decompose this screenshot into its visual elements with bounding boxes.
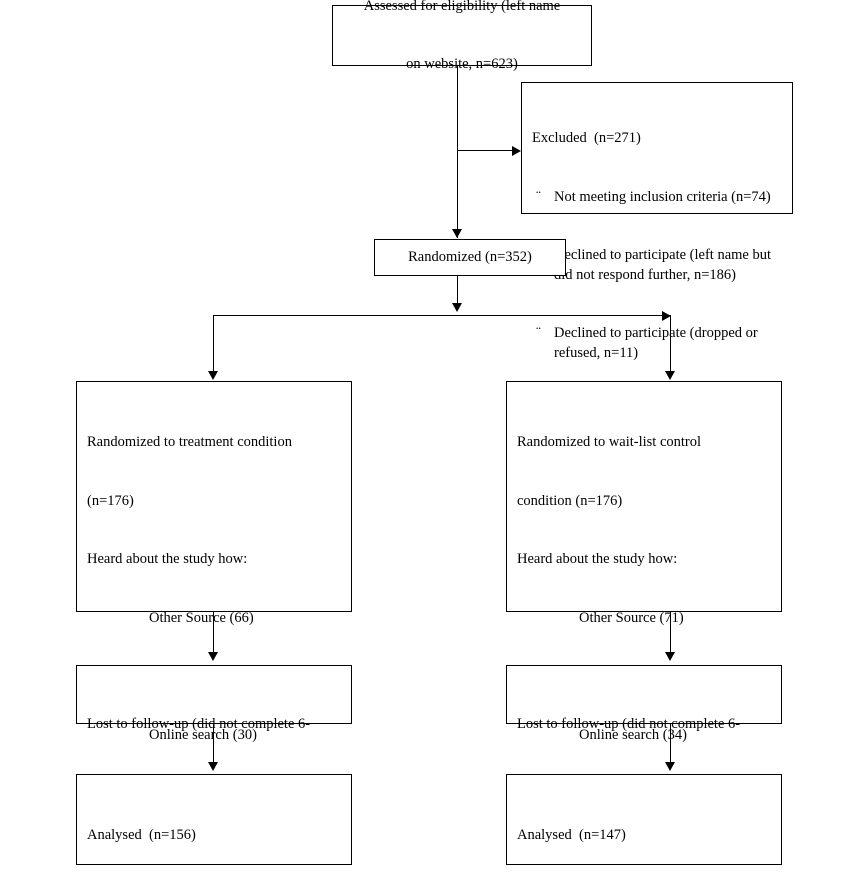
excluded-item-3: ¨ Declined to participate (dropped or ref… [532,324,782,363]
analysed-left-line-1: Analysed (n=156) [87,827,196,843]
treatment-line-3: Heard about the study how: [87,551,248,567]
control-line-2: condition (n=176) [517,492,623,509]
connector-randomized-stem-arrowhead [452,303,462,312]
control-line-1: Randomized to wait-list control [517,434,702,450]
connector-split-bar-arrowhead [662,311,671,321]
connector-randomized-arrowhead [452,229,462,238]
lost-right-line-1: Lost to follow-up (did not complete 6- [517,716,741,732]
connector-split-right-arrowhead [665,371,675,380]
excluded-item-3-text: Declined to participate (dropped or refu… [554,325,758,361]
connector-to-excluded-arrowhead [512,146,521,156]
connector-lost-to-analysed-left-arrowhead [208,762,218,771]
connector-treatment-to-lost-arrowhead [208,652,218,661]
box-analysed-treatment: Analysed (n=156) ¨Excluded from analysis… [76,774,352,865]
treatment-line-1: Randomized to treatment condition [87,434,292,450]
connector-control-to-lost-arrowhead [665,652,675,661]
connector-treatment-to-lost [213,612,214,654]
treatment-source-online-search: Online search (30) [149,726,257,743]
analysed-right-line-1: Analysed (n=147) [517,827,626,843]
box-lost-to-followup-treatment: Lost to follow-up (did not complete 6- m… [76,665,352,791]
connector-lost-to-analysed-left [213,724,214,764]
assessed-line-2: on website, n=623) [406,56,518,72]
treatment-source-other-source: Other Source (66) [149,609,254,626]
connector-randomized-stem [457,276,458,306]
box-control-condition: Randomized to wait-list control conditio… [506,381,782,860]
connector-assessed-to-randomized [457,66,458,238]
box-lost-to-followup-control: Lost to follow-up (did not complete 6- m… [506,665,782,791]
connector-lost-to-analysed-right-arrowhead [665,762,675,771]
box-randomized: Randomized (n=352) [374,239,566,276]
control-line-3: Heard about the study how: [517,551,678,567]
box-assessed-for-eligibility: Assessed for eligibility (left name on w… [332,0,592,72]
connector-split-right-drop [670,315,671,373]
control-source-online-search: Online search (34) [579,726,687,743]
connector-split-left-drop [213,315,214,373]
connector-split-left-arrowhead [208,371,218,380]
connector-to-excluded-line [457,150,513,151]
excluded-item-2: ¨Declined to participate (left name but … [532,246,782,285]
connector-lost-to-analysed-right [670,724,671,764]
randomized-label: Randomized (n=352) [408,248,532,265]
excluded-item-2-text: Declined to participate (left name but d… [554,247,772,283]
connector-control-to-lost [670,612,671,654]
bullet-glyph-icon: ¨ [536,325,541,341]
excluded-item-1: ¨ Not meeting inclusion criteria (n=74) [532,188,782,208]
excluded-item-1-text: Not meeting inclusion criteria (n=74) [554,188,771,205]
lost-left-line-1: Lost to follow-up (did not complete 6- [87,716,311,732]
assessed-line-1: Assessed for eligibility (left name [363,0,561,14]
connector-split-bar [213,315,670,316]
treatment-line-2: (n=176) [87,492,134,509]
bullet-glyph-icon: ¨ [536,188,541,205]
assessed-text-block: Assessed for eligibility (left name on w… [364,0,561,114]
box-analysed-control: Analysed (n=147) ¨Excluded from analysis… [506,774,782,865]
box-excluded: Excluded (n=271) ¨ Not meeting inclusion … [521,82,793,361]
control-source-other-source: Other Source (71) [579,609,684,626]
excluded-heading: Excluded (n=271) [532,130,641,146]
box-treatment-condition: Randomized to treatment condition (n=176… [76,381,352,860]
